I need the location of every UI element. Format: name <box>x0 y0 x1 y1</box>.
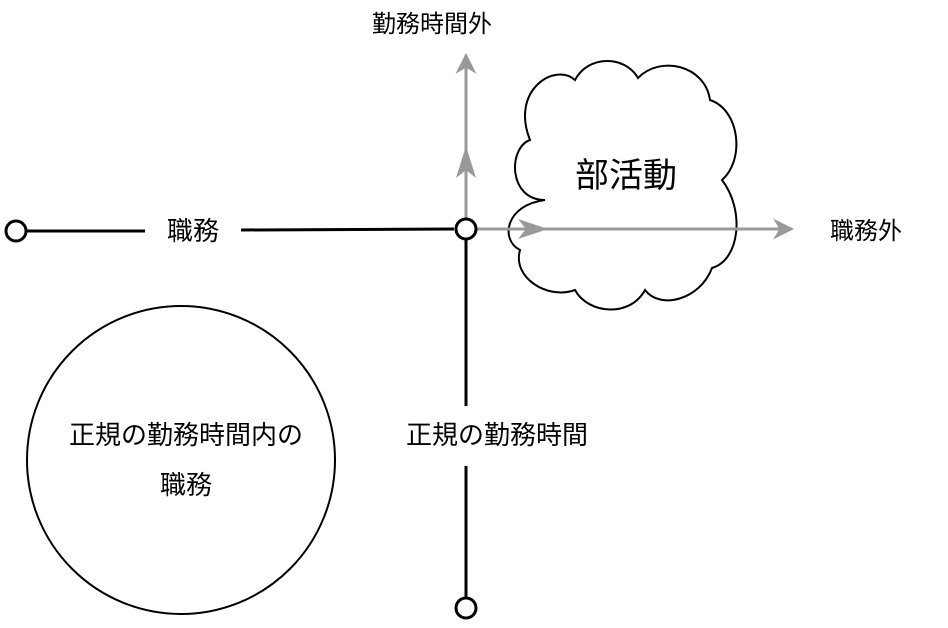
junction-node <box>454 217 478 241</box>
regular-hours-label: 正規の勤務時間 <box>406 421 588 451</box>
outside-duty-label: 職務外 <box>830 217 902 245</box>
club-activity-cloud <box>507 60 738 311</box>
off-duty-hours-arrow-mid-head <box>456 146 476 178</box>
regular-duty-circle <box>26 305 336 615</box>
bottom-endpoint-node <box>454 596 478 620</box>
regular-duty-circle-label-line1: 正規の勤務時間内の <box>69 421 303 451</box>
duty-line-right <box>240 227 455 232</box>
club-activity-label: 部活動 <box>575 156 677 196</box>
regular-duty-circle-label-line2: 職務 <box>160 471 212 501</box>
duty-label: 職務 <box>167 217 219 247</box>
left-endpoint-node <box>4 219 28 243</box>
outside-duty-arrow-mid-head <box>518 219 548 239</box>
off-duty-hours-label: 勤務時間外 <box>372 10 492 38</box>
